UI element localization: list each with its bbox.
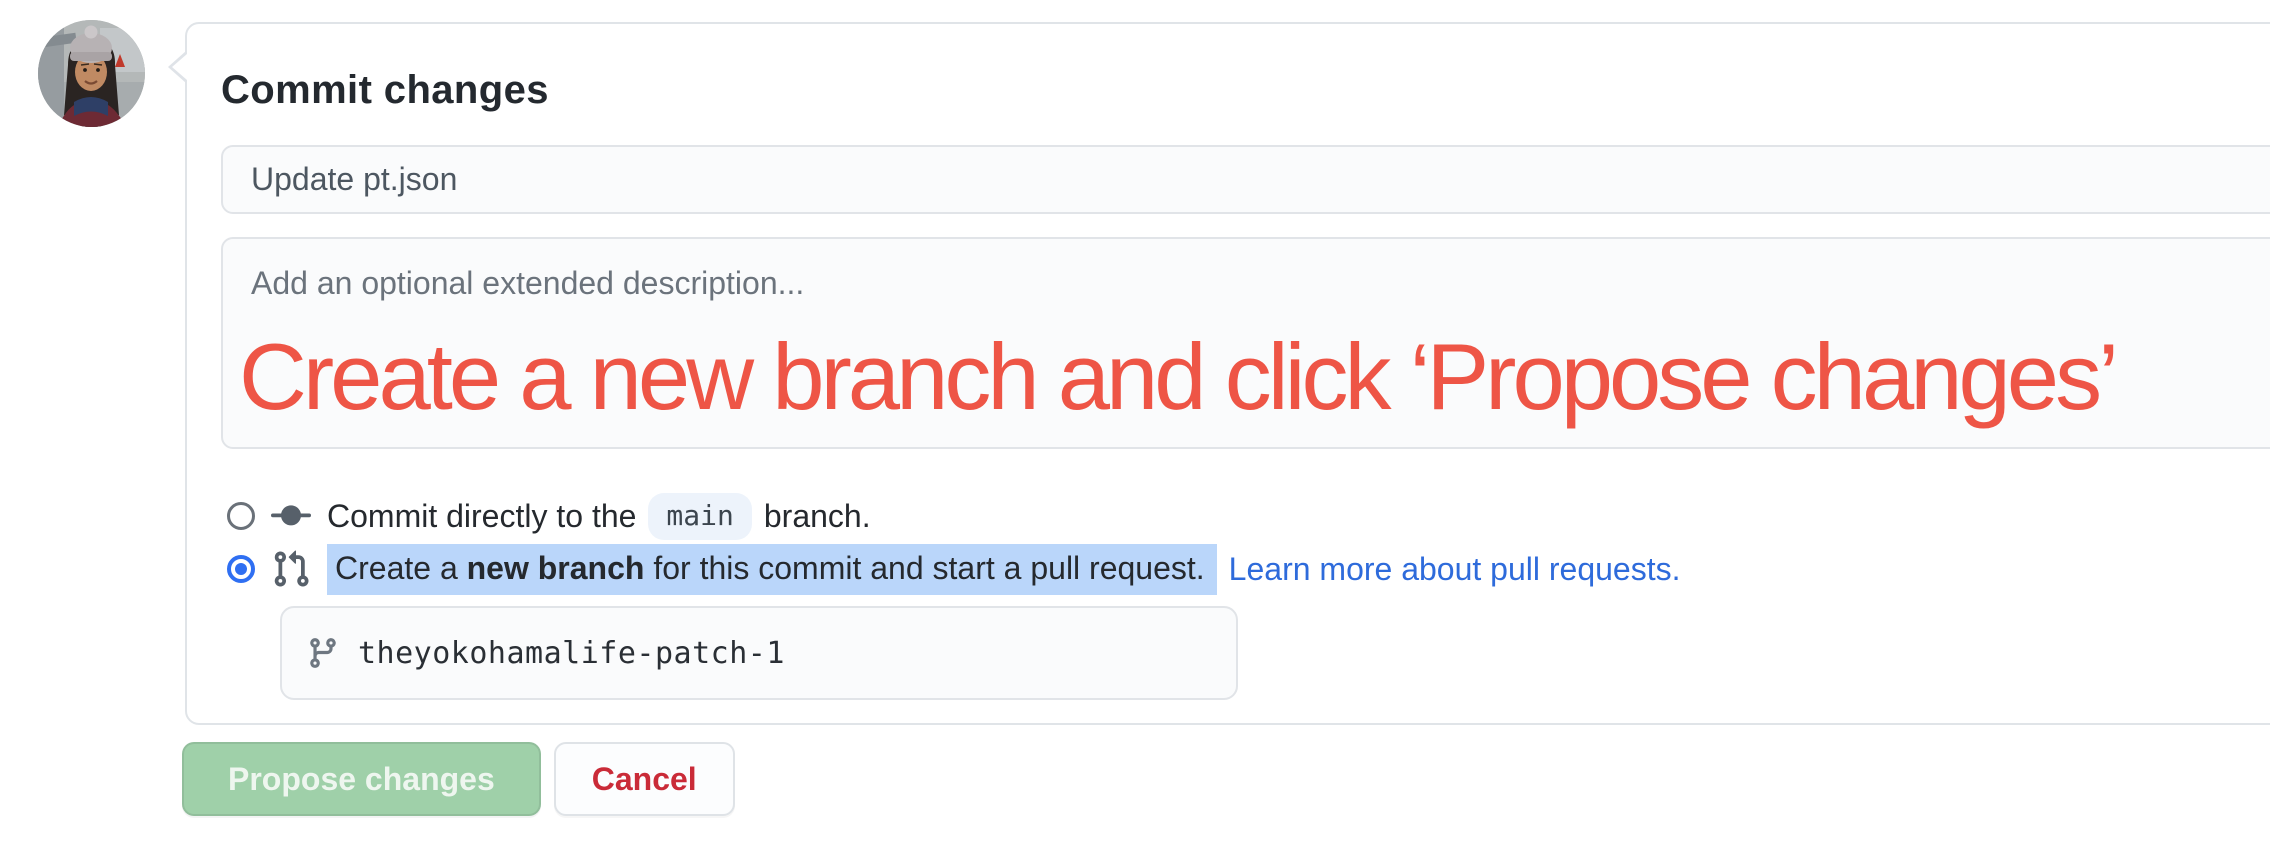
selected-option-text: Create a new branch for this commit and … — [327, 543, 1217, 595]
cancel-button[interactable]: Cancel — [553, 742, 735, 816]
git-branch-icon — [306, 636, 340, 670]
option-direct-text-after: branch. — [763, 497, 871, 534]
learn-more-link[interactable]: Learn more about pull requests. — [1228, 550, 1681, 587]
avatar-photo — [38, 20, 145, 127]
option-branch-suffix: for this commit and start a pull request… — [644, 549, 1205, 586]
extended-description-textarea[interactable]: Add an optional extended description... … — [221, 237, 2270, 449]
page-title: Commit changes — [221, 68, 549, 112]
git-commit-icon — [271, 496, 311, 536]
commit-title-input[interactable] — [221, 145, 2270, 214]
branch-name-value: theyokohamalife-patch-1 — [358, 635, 785, 671]
git-pull-request-icon — [271, 549, 311, 589]
option-direct-text-before: Commit directly to the — [327, 497, 637, 534]
option-branch-bold: new branch — [466, 549, 645, 586]
propose-changes-button[interactable]: Propose changes — [182, 742, 541, 816]
branch-name-input[interactable]: theyokohamalife-patch-1 — [280, 606, 1238, 700]
radio-commit-directly[interactable] — [227, 502, 255, 530]
action-buttons: Propose changes Cancel — [182, 742, 735, 816]
commit-dialog: Commit changes Add an optional extended … — [168, 22, 2270, 725]
user-avatar — [38, 20, 145, 127]
option-create-new-branch[interactable]: Create a new branch for this commit and … — [227, 543, 1681, 595]
option-commit-directly[interactable]: Commit directly to the main branch. — [227, 492, 871, 540]
option-branch-prefix: Create a — [335, 549, 467, 586]
main-branch-chip: main — [648, 492, 752, 540]
tutorial-annotation-text: Create a new branch and click ‘Propose c… — [239, 324, 2119, 429]
description-placeholder: Add an optional extended description... — [251, 265, 805, 301]
radio-create-new-branch[interactable] — [227, 555, 255, 583]
